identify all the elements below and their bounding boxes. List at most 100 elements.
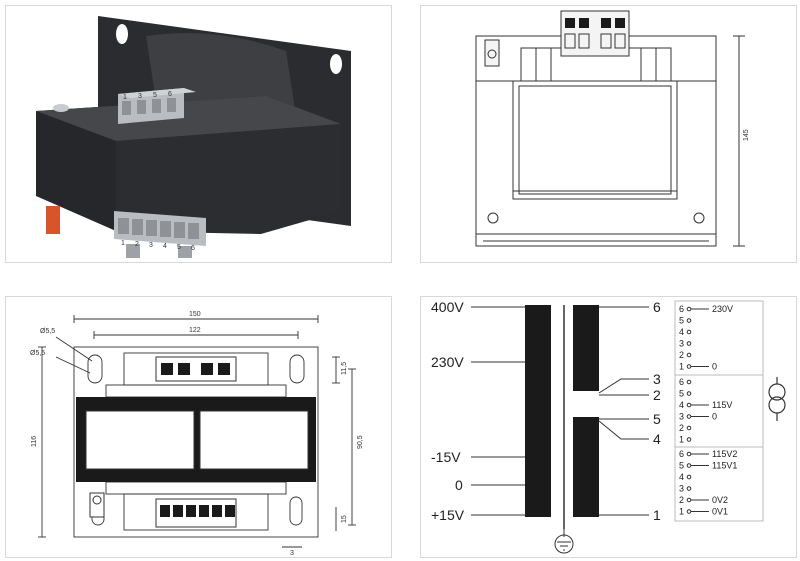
product-photo-panel: 1 3 5 6 1 2 3 4 5 6 [5, 5, 392, 263]
secondary-label: 2 [653, 387, 661, 403]
top-terminal-label: 6 [168, 91, 172, 98]
side-view-panel: 145 [420, 5, 797, 263]
table-connection-value: 230V [712, 304, 733, 314]
bottom-terminal-label: 2 [135, 241, 139, 248]
top-bottom-dim: 15 [341, 515, 348, 523]
table-connection-value: 0V1 [712, 507, 728, 517]
table-terminal-number: 2 [679, 350, 684, 360]
table-terminal-number: 4 [679, 472, 684, 482]
wiring-diagram-panel: 400V 230V -15V 0 +15V 6 3 2 5 4 1 6 230V 5… [420, 296, 797, 558]
table-terminal-dot [686, 329, 692, 335]
bottom-terminal-label: 4 [163, 243, 167, 250]
top-terminal-label: 3 [138, 93, 142, 100]
top-plate-outline [73, 346, 319, 538]
side-plate-outline [475, 35, 717, 247]
top-height-overall: 116 [31, 436, 38, 447]
secondary-winding-1 [573, 305, 599, 391]
secondary-label: 6 [653, 299, 661, 315]
side-core-outline [512, 80, 678, 200]
bottom-terminal-block: 1 2 3 4 5 6 [114, 211, 206, 258]
table-connection-value: 0 [712, 362, 717, 372]
top-foot-dim: 3 [290, 550, 294, 557]
wiring-diagram: 400V 230V -15V 0 +15V 6 3 2 5 4 1 6 230V 5… [431, 299, 786, 554]
secondary-label: 4 [653, 431, 661, 447]
primary-winding [525, 305, 551, 517]
housing-side [116, 124, 341, 234]
table-connection-value: 0 [712, 412, 717, 422]
table-terminal-dot [686, 414, 692, 419]
bottom-terminal-label: 3 [149, 242, 153, 249]
side-height-dim: 145 [743, 129, 750, 141]
table-terminal-number: 5 [679, 316, 684, 326]
top-hole-dia-2: Ø5,5 [30, 350, 45, 357]
top-terminal-label: 5 [153, 92, 157, 99]
table-terminal-number: 6 [679, 377, 684, 387]
top-width-holes: 122 [189, 327, 201, 334]
bottom-slot-right [289, 496, 303, 526]
table-terminal-dot [686, 341, 692, 346]
table-terminal-dot [686, 402, 692, 408]
top-upper-terminals [155, 356, 237, 382]
top-lower-terminals [155, 498, 237, 528]
top-window-right [199, 410, 309, 470]
table-connection-value: 115V [712, 400, 732, 410]
table-terminal-number: 6 [679, 304, 684, 314]
ground-symbol-icon [554, 534, 574, 554]
primary-label: +15V [431, 507, 465, 523]
table-terminal-number: 5 [679, 461, 684, 471]
side-view-drawing: 145 [475, 10, 750, 247]
top-view-drawing: 150 122 Ø5,5 Ø5,5 11,5 116 90,5 15 3 [30, 311, 364, 557]
table-terminal-dot [686, 451, 692, 457]
mounting-hole-right [330, 54, 342, 74]
table-terminal-number: 1 [679, 507, 684, 517]
side-ground-lug [484, 39, 500, 67]
housing-top [36, 96, 341, 141]
table-terminal-dot [686, 463, 692, 468]
table-terminal-number: 4 [679, 400, 684, 410]
top-width-overall: 150 [189, 311, 201, 318]
table-terminal-number: 3 [679, 412, 684, 422]
table-terminal-dot [686, 391, 692, 396]
table-connection-value: 115V2 [712, 449, 737, 459]
secondary-label: 5 [653, 411, 661, 427]
table-terminal-dot [686, 474, 692, 480]
top-view-panel: 150 122 Ø5,5 Ø5,5 11,5 116 90,5 15 3 [5, 296, 392, 558]
table-connection-value: 0V2 [712, 495, 728, 505]
table-terminal-dot [686, 437, 692, 442]
table-terminal-dot [686, 379, 692, 385]
side-terminal-block [560, 10, 630, 57]
table-terminal-number: 5 [679, 389, 684, 399]
primary-label: -15V [431, 449, 461, 465]
transformer-symbol-icon [768, 377, 786, 421]
table-terminal-dot [686, 486, 692, 491]
table-terminal-dot [686, 425, 692, 431]
table-terminal-number: 6 [679, 449, 684, 459]
top-slot-left [87, 354, 103, 384]
table-connection-value: 115V1 [712, 461, 737, 471]
table-terminal-number: 4 [679, 327, 684, 337]
table-terminal-number: 3 [679, 339, 684, 349]
table-terminal-number: 3 [679, 484, 684, 494]
orange-clip [46, 206, 60, 234]
secondary-label: 1 [653, 507, 661, 523]
bottom-terminal-label: 1 [121, 240, 125, 247]
table-terminal-number: 2 [679, 423, 684, 433]
top-terminal-label: 1 [123, 94, 127, 101]
top-terminal-block: 1 3 5 6 [118, 88, 196, 124]
bottom-terminal-label: 5 [177, 244, 181, 251]
primary-label: 230V [431, 354, 464, 370]
table-terminal-number: 1 [679, 435, 684, 445]
secondary-winding-2 [573, 417, 599, 517]
ground-screw [53, 104, 69, 112]
top-slot-right [289, 354, 305, 384]
secondary-leads [563, 306, 649, 537]
table-terminal-dot [686, 306, 692, 312]
primary-label: 400V [431, 299, 464, 315]
table-terminal-number: 1 [679, 362, 684, 372]
table-terminal-dot [686, 364, 692, 369]
primary-label: 0 [455, 477, 463, 493]
top-slot-dim: 11,5 [341, 362, 348, 375]
top-ground-lug [89, 492, 105, 518]
top-height-inner: 90,5 [357, 435, 364, 449]
